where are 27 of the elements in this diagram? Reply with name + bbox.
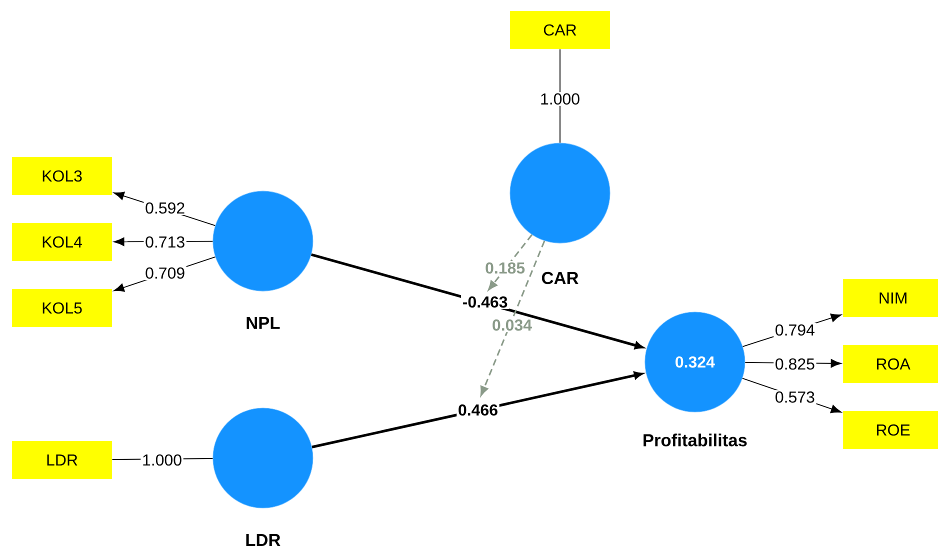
indicator-box: CAR — [510, 11, 610, 50]
edge-label: 0.185 — [484, 261, 526, 276]
edge-label: 0.825 — [774, 357, 816, 372]
indicator-box: ROE — [843, 411, 938, 450]
arrow — [480, 240, 546, 396]
arrow — [310, 253, 644, 350]
variable-label: CAR — [542, 272, 578, 284]
edge-label: 1.000 — [538, 92, 582, 106]
indicator-box: KOL4 — [12, 223, 112, 262]
variable-label: Profitabilitas — [644, 434, 747, 446]
indicator-box: KOL3 — [12, 157, 112, 196]
variable-label: NPL — [246, 317, 280, 329]
edge-label: 0.713 — [144, 235, 186, 250]
edge-label: 0.592 — [144, 201, 186, 216]
indicator-box: LDR — [12, 441, 112, 480]
edge-label: 0.573 — [774, 390, 816, 404]
variable-label: LDR — [246, 534, 280, 546]
edge-label: -0.463 — [461, 295, 510, 310]
arrow — [488, 234, 533, 290]
edge-label: 0.794 — [774, 323, 816, 338]
edge-label: 0.034 — [490, 318, 534, 332]
edge-label: 1.000 — [140, 453, 184, 468]
indicator-box: KOL5 — [12, 289, 112, 328]
indicator-box: NIM — [843, 279, 938, 318]
indicator-box: ROA — [843, 345, 938, 384]
edge-label: 0.709 — [144, 266, 186, 280]
edge-label: 0.466 — [456, 403, 500, 418]
